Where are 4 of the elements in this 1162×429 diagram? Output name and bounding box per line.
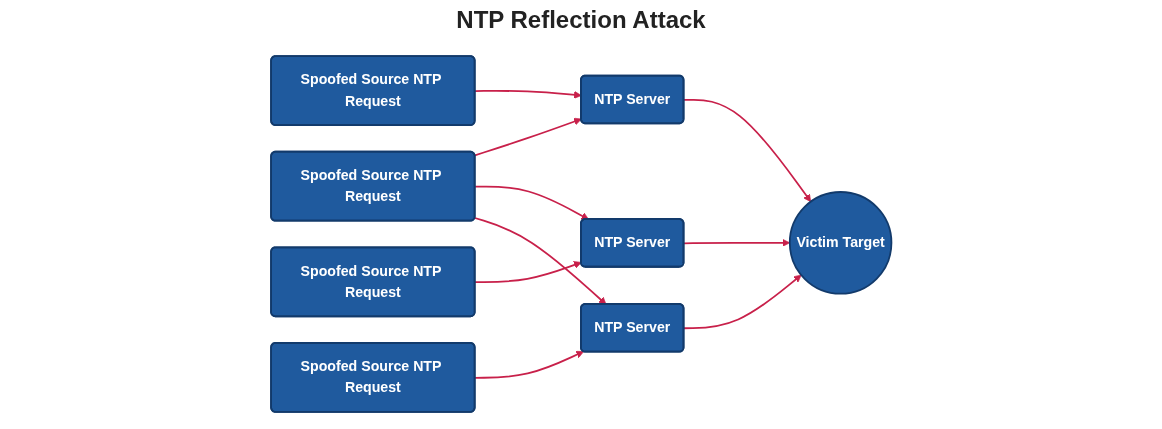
node-circle: Victim Target — [788, 190, 893, 295]
diagram-title: NTP Reflection Attack — [456, 6, 706, 34]
arrow — [473, 216, 607, 305]
arrow — [473, 117, 582, 156]
